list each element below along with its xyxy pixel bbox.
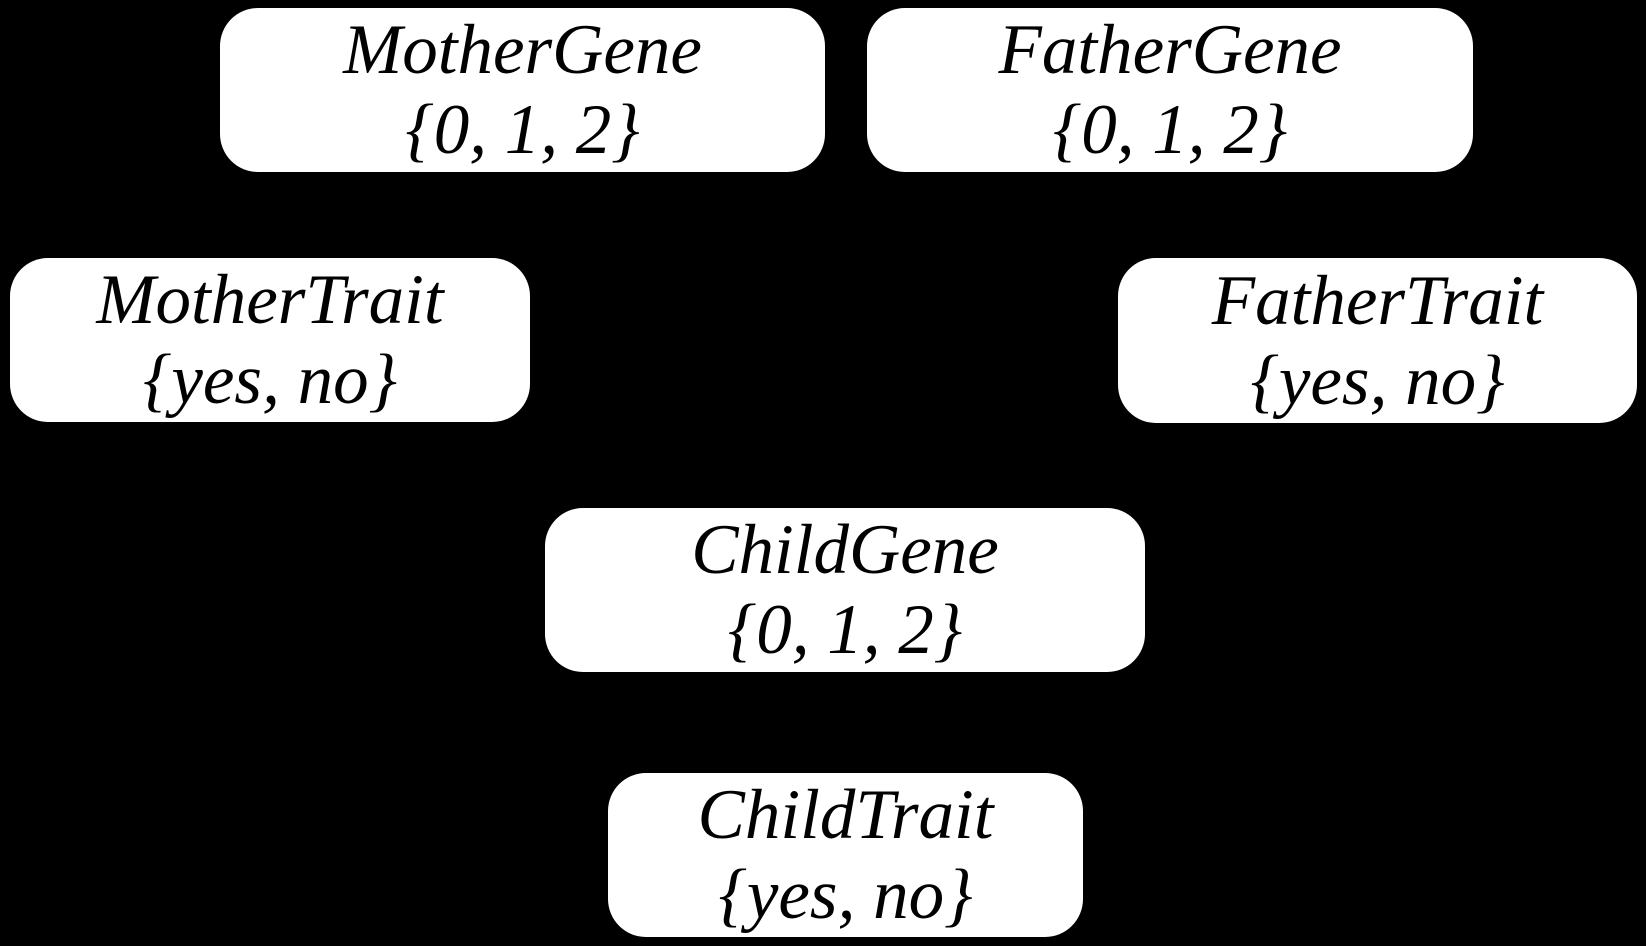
child-trait-node: ChildTrait {yes, no} xyxy=(608,773,1083,937)
mother-gene-node: MotherGene {0, 1, 2} xyxy=(220,8,825,172)
mother-gene-title: MotherGene xyxy=(343,11,702,89)
child-trait-title: ChildTrait xyxy=(697,776,994,854)
father-gene-domain: {0, 1, 2} xyxy=(1052,91,1288,169)
father-trait-title: FatherTrait xyxy=(1211,261,1544,340)
child-gene-node: ChildGene {0, 1, 2} xyxy=(545,508,1145,672)
father-trait-node: FatherTrait {yes, no} xyxy=(1118,258,1637,423)
father-gene-title: FatherGene xyxy=(998,11,1342,89)
child-gene-domain: {0, 1, 2} xyxy=(727,591,963,669)
child-trait-domain: {yes, no} xyxy=(718,856,973,934)
father-trait-domain: {yes, no} xyxy=(1250,341,1505,420)
mother-trait-title: MotherTrait xyxy=(96,261,444,339)
father-gene-node: FatherGene {0, 1, 2} xyxy=(867,8,1473,172)
mother-trait-domain: {yes, no} xyxy=(143,341,397,419)
mother-gene-domain: {0, 1, 2} xyxy=(405,91,640,169)
mother-trait-node: MotherTrait {yes, no} xyxy=(10,258,530,422)
child-gene-title: ChildGene xyxy=(691,511,999,589)
